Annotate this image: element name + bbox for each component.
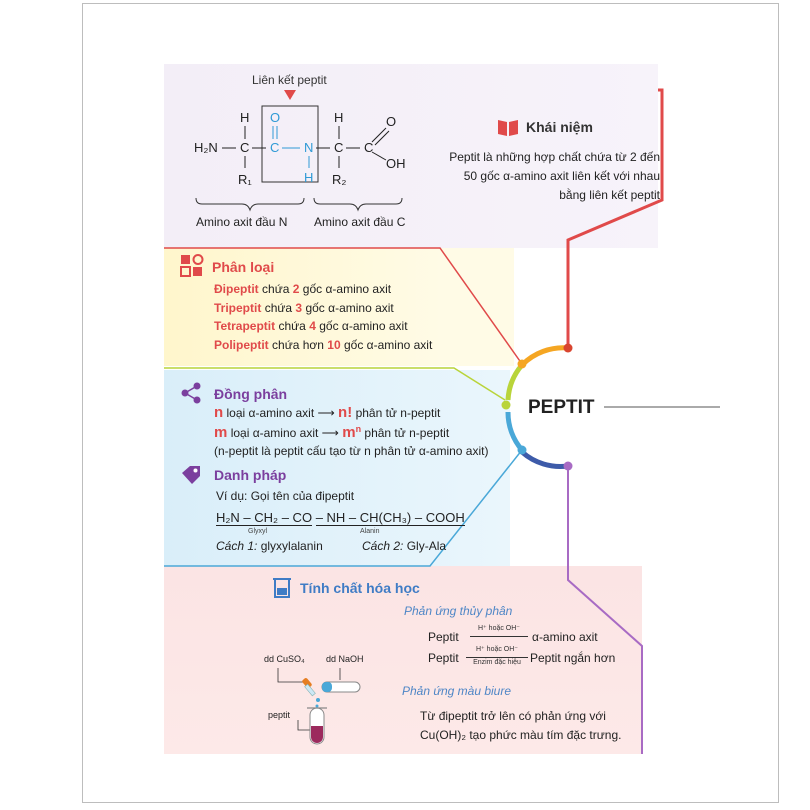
biuret-title: Phản ứng màu biure: [402, 684, 512, 698]
cuso4-label: dd CuSO₄: [264, 654, 305, 664]
dropper-icon: [302, 678, 316, 697]
reaction-2-condition-bottom: Enzim đặc hiệu: [473, 659, 521, 666]
naming-way-2: Cách 2: Gly-Ala: [362, 539, 447, 553]
isomer-title: Đồng phân: [214, 386, 288, 402]
beaker-icon: [273, 578, 291, 598]
reaction-2-left: Peptit: [428, 651, 459, 665]
reaction-2-right: Peptit ngắn hơn: [530, 651, 616, 665]
isomer-row-2: m loại α-amino axit ⟶ mn phân tử n-pepti…: [214, 424, 450, 441]
naoh-tube-icon: [321, 681, 361, 693]
svg-text:OH: OH: [386, 156, 406, 171]
alanin-label: Alanin: [360, 528, 380, 535]
chemical-title: Tính chất hóa học: [300, 580, 420, 596]
svg-text:H₂N: H₂N: [194, 140, 218, 155]
isomer-row-1: n loại α-amino axit ⟶ n! phân tử n-pepti…: [214, 404, 441, 421]
svg-text:H: H: [334, 110, 343, 125]
naming-example: Ví dụ: Gọi tên của đipeptit: [216, 489, 355, 503]
arrow-down-icon: [284, 90, 296, 100]
isomer-naming-panel: [164, 370, 510, 566]
naming-title: Danh pháp: [214, 467, 287, 483]
svg-text:R₁: R₁: [238, 172, 252, 187]
reaction-1-condition: H⁺ hoặc OH⁻: [477, 625, 520, 632]
arrow-right-icon: [466, 657, 528, 658]
category-grid-icon: [180, 254, 204, 277]
test-tube-illustration: [277, 668, 361, 745]
svg-text:H: H: [304, 170, 313, 185]
reaction-1-right: α-amino axit: [532, 630, 598, 644]
hydrolysis-title: Phản ứng thủy phân: [404, 604, 513, 618]
arrow-right-icon: ⟶: [321, 426, 339, 440]
svg-text:O: O: [270, 110, 280, 125]
svg-text:N: N: [304, 140, 313, 155]
dipeptide-formula: H₂N – CH₂ – CO – NH – CH(CH₃) – COOH: [216, 510, 465, 526]
svg-text:C: C: [364, 140, 373, 155]
classification-list: Đipeptit chứa 2 gốc α-amino axit Tripept…: [214, 280, 432, 354]
tag-icon: [182, 466, 200, 484]
naming-way-1: Cách 1: glyxylalanin: [216, 539, 323, 553]
svg-text:C: C: [270, 140, 279, 155]
book-icon: [498, 120, 518, 136]
svg-text:C: C: [240, 140, 249, 155]
center-title: PEPTIT: [528, 397, 595, 418]
reaction-2-condition-top: H⁺ hoặc OH⁻: [475, 646, 518, 653]
c-terminal-label: Amino axit đầu C: [314, 215, 406, 229]
classification-item: Polipeptit chứa hơn 10 gốc α-amino axit: [214, 337, 433, 352]
classification-item: Đipeptit chứa 2 gốc α-amino axit: [214, 282, 392, 296]
svg-text:R₂: R₂: [332, 172, 346, 187]
svg-text:O: O: [386, 114, 396, 129]
share-nodes-icon: [181, 382, 201, 404]
concept-title: Khái niệm: [526, 119, 593, 135]
chemical-properties-panel: [164, 566, 642, 754]
arrow-right-icon: [470, 636, 528, 637]
biuret-text: Từ đipeptit trở lên có phản ứng với Cu(O…: [420, 709, 622, 742]
peptide-bond-label: Liên kết peptit: [252, 73, 327, 87]
peptit-tube-icon: [307, 707, 327, 745]
arrow-right-icon: ⟶: [317, 406, 335, 420]
naoh-label: dd NaOH: [326, 654, 364, 664]
svg-text:C: C: [334, 140, 343, 155]
classification-panel: [164, 248, 514, 366]
n-terminal-label: Amino axit đầu N: [196, 215, 287, 229]
peptide-structure-diagram: Liên kết peptit H₂N C H R₁ O C N H C H R…: [194, 73, 406, 229]
structure-panel: [164, 64, 658, 248]
reaction-1-left: Peptit: [428, 630, 459, 644]
glyxyl-label: Glyxyl: [248, 528, 268, 535]
peptit-label: peptit: [268, 710, 291, 720]
classification-item: Tetrapeptit chứa 4 gốc α-amino axit: [214, 319, 408, 333]
classification-item: Tripeptit chứa 3 gốc α-amino axit: [214, 300, 394, 315]
concept-text: Peptit là những hợp chất chứa từ 2 đến 5…: [449, 150, 660, 202]
svg-text:H: H: [240, 110, 249, 125]
isomer-note: (n-peptit là peptit cấu tạo từ n phân tử…: [214, 444, 489, 458]
classification-title: Phân loại: [212, 259, 275, 275]
